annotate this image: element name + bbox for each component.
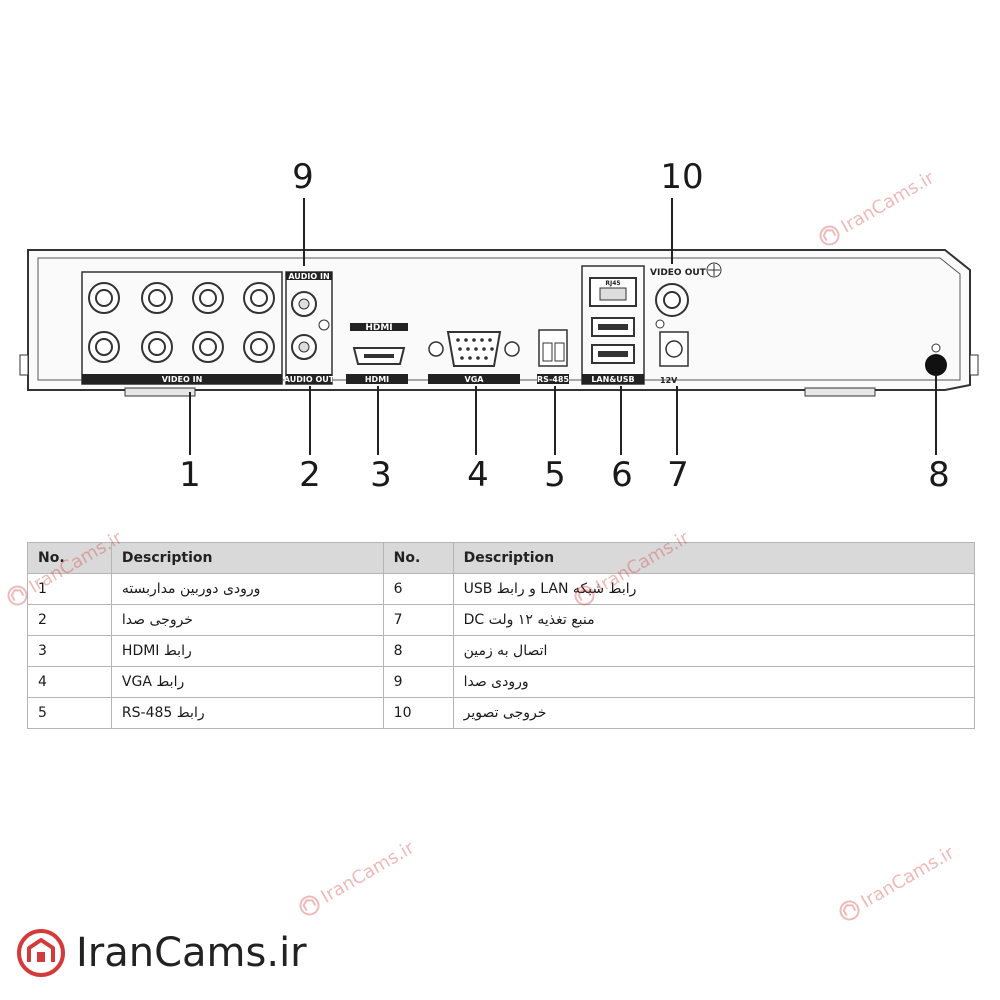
dvr-rear-panel-diagram: VIDEO IN AUDIO IN AUDIO OUT HDMI HDMI xyxy=(19,157,979,495)
brand-footer: IranCams.ir xyxy=(16,928,307,978)
right-no: 6 xyxy=(382,573,454,605)
vga-port: VGA xyxy=(428,331,520,384)
power-port: 12V xyxy=(659,331,689,385)
video-in-label: VIDEO IN xyxy=(162,375,203,384)
watermark: IranCams.ir xyxy=(295,837,418,921)
video-out-port: VIDEO OUT xyxy=(650,262,722,329)
irancams-logo-icon xyxy=(17,929,65,977)
hdmi-logo: HDMI xyxy=(365,323,392,333)
right-desc: خروجی تصویر xyxy=(452,697,976,729)
callout-5: 5 xyxy=(544,455,566,495)
lan-usb-label: LAN&USB xyxy=(591,375,634,384)
audio-out-label: AUDIO OUT xyxy=(284,375,335,384)
watermark-text: IranCams.ir xyxy=(857,842,958,913)
table-row: 3 رابط HDMI 8 اتصال به زمین xyxy=(27,635,976,667)
left-desc: رابط HDMI xyxy=(110,635,384,667)
audio-in-label: AUDIO IN xyxy=(288,272,329,281)
left-no: 2 xyxy=(27,604,112,636)
callout-4: 4 xyxy=(467,455,489,495)
watermark: IranCams.ir xyxy=(835,842,958,926)
vga-label: VGA xyxy=(465,375,485,384)
watermark: IranCams.ir xyxy=(570,527,693,611)
callout-3: 3 xyxy=(370,455,392,495)
power-label: 12V xyxy=(660,376,678,385)
left-desc: ورودی دوربین مداربسته xyxy=(110,573,384,605)
brand-mark-icon xyxy=(819,225,840,246)
watermark: IranCams.ir xyxy=(3,527,126,611)
table-header-row: No. Description No. Description xyxy=(27,542,976,574)
hdmi-port: HDMI HDMI xyxy=(346,323,408,384)
brand-mark-icon xyxy=(839,900,860,921)
header-no-right: No. xyxy=(382,542,454,574)
callout-9: 9 xyxy=(292,157,314,197)
hdmi-label: HDMI xyxy=(365,375,389,384)
callout-numbers: 1 2 3 4 5 6 7 8 9 10 xyxy=(179,157,950,495)
lan-usb-ports: RJ45 LAN&USB xyxy=(581,265,645,385)
right-no: 9 xyxy=(382,666,454,698)
callout-10: 10 xyxy=(660,157,703,197)
watermark: IranCams.ir xyxy=(815,167,938,251)
right-desc: اتصال به زمین xyxy=(452,635,976,667)
brand-mark-icon xyxy=(299,895,320,916)
header-no-left: No. xyxy=(27,542,112,574)
left-no: 3 xyxy=(27,635,112,667)
left-desc: رابط VGA xyxy=(110,666,384,698)
video-in-ports: VIDEO IN xyxy=(81,271,283,385)
brand-mark-icon xyxy=(7,585,28,606)
audio-ports: AUDIO IN AUDIO OUT xyxy=(284,271,335,385)
lan-port-label: RJ45 xyxy=(605,280,620,287)
table-row: 2 خروجی صدا 7 منبع تغذیه ۱۲ ولت DC xyxy=(27,604,976,636)
callout-lines xyxy=(189,198,937,455)
brand-name: IranCams.ir xyxy=(76,930,307,976)
table-row: 4 رابط VGA 9 ورودی صدا xyxy=(27,666,976,698)
header-description-right: Description xyxy=(452,542,976,574)
video-out-label: VIDEO OUT xyxy=(650,268,707,278)
right-desc: منبع تغذیه ۱۲ ولت DC xyxy=(452,604,976,636)
spec-table: No. Description No. Description 1 ورودی … xyxy=(27,542,976,729)
callout-1: 1 xyxy=(179,455,201,495)
table-row: 1 ورودی دوربین مداربسته 6 رابط شبکه LAN … xyxy=(27,573,976,605)
right-desc: ورودی صدا xyxy=(452,666,976,698)
right-no: 7 xyxy=(382,604,454,636)
right-no: 10 xyxy=(382,697,454,729)
callout-2: 2 xyxy=(299,455,321,495)
header-description-left: Description xyxy=(110,542,384,574)
left-no: 5 xyxy=(27,697,112,729)
left-no: 1 xyxy=(27,573,112,605)
callout-8: 8 xyxy=(928,455,950,495)
left-no: 4 xyxy=(27,666,112,698)
rs485-label: RS-485 xyxy=(537,375,569,384)
left-desc: خروجی صدا xyxy=(110,604,384,636)
watermark-text: IranCams.ir xyxy=(317,837,418,908)
brand-mark-icon xyxy=(574,585,595,606)
callout-7: 7 xyxy=(667,455,689,495)
rs485-port: RS-485 xyxy=(537,329,569,384)
right-desc: رابط شبکه LAN و رابط USB xyxy=(452,573,976,605)
right-no: 8 xyxy=(382,635,454,667)
ground-terminal xyxy=(925,343,947,376)
callout-6: 6 xyxy=(611,455,633,495)
table-row: 5 رابط RS-485 10 خروجی تصویر xyxy=(27,697,976,729)
left-desc: رابط RS-485 xyxy=(110,697,384,729)
